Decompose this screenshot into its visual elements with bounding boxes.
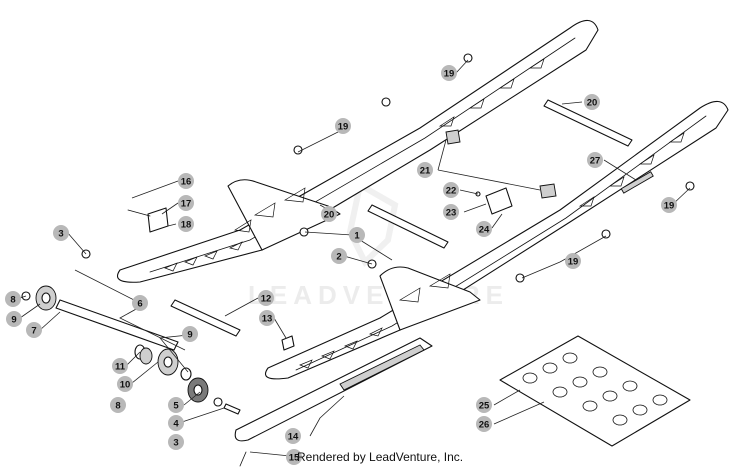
callout-12: 12 [258, 290, 274, 306]
svg-text:1: 1 [354, 231, 360, 242]
callout-25: 25 [476, 397, 492, 413]
svg-text:11: 11 [115, 362, 126, 373]
callout-1: 1 [349, 227, 365, 243]
callout-2: 2 [331, 248, 347, 264]
svg-text:21: 21 [420, 166, 431, 177]
callout-3-bottom: 3 [168, 434, 184, 450]
track-clips [499, 335, 691, 447]
watermark-logo [346, 180, 399, 267]
callout-13: 13 [259, 310, 275, 326]
svg-text:9: 9 [187, 330, 192, 341]
callout-6: 6 [132, 295, 148, 311]
svg-text:12: 12 [261, 294, 272, 305]
svg-text:8: 8 [115, 401, 120, 412]
callout-9-right: 9 [182, 326, 198, 342]
callout-3-top: 3 [53, 225, 69, 241]
callout-16: 16 [178, 173, 194, 189]
callout-24: 24 [476, 221, 492, 237]
svg-text:25: 25 [479, 401, 490, 412]
svg-text:23: 23 [446, 208, 457, 219]
svg-text:14: 14 [288, 432, 299, 443]
rail-right [264, 100, 729, 380]
callout-15: 15 [286, 449, 302, 465]
render-credit: Rendered by LeadVenture, Inc. [297, 450, 464, 464]
svg-text:3: 3 [173, 438, 178, 449]
svg-text:10: 10 [120, 380, 131, 391]
callout-19-left: 19 [335, 118, 351, 134]
axle-assembly [21, 285, 241, 415]
callout-19-top: 19 [441, 65, 457, 81]
svg-text:27: 27 [590, 156, 601, 167]
hyfax-slide [234, 337, 433, 442]
svg-text:18: 18 [181, 220, 192, 231]
svg-text:17: 17 [181, 199, 192, 210]
callout-10: 10 [117, 376, 133, 392]
callout-19-right: 19 [661, 197, 677, 213]
svg-text:24: 24 [479, 225, 490, 236]
svg-text:8: 8 [10, 295, 15, 306]
callout-23: 23 [443, 204, 459, 220]
svg-text:19: 19 [444, 69, 455, 80]
wear-strip-insert [620, 171, 654, 194]
svg-text:20: 20 [587, 98, 598, 109]
callout-20-center: 20 [321, 206, 337, 222]
hardware [81, 53, 695, 467]
callout-8-bottom: 8 [110, 397, 126, 413]
callout-19-center: 19 [565, 253, 581, 269]
svg-text:13: 13 [262, 314, 273, 325]
rail-left [116, 19, 599, 283]
callout-8-top: 8 [5, 291, 21, 307]
callout-22: 22 [443, 182, 459, 198]
svg-text:19: 19 [338, 122, 349, 133]
svg-text:7: 7 [31, 326, 36, 337]
callout-7: 7 [26, 322, 42, 338]
callout-14: 14 [285, 428, 301, 444]
callout-17: 17 [178, 195, 194, 211]
callout-27: 27 [587, 152, 603, 168]
svg-text:15: 15 [289, 453, 300, 464]
svg-text:22: 22 [446, 186, 457, 197]
callout-21: 21 [417, 162, 433, 178]
callout-18: 18 [178, 216, 194, 232]
svg-text:6: 6 [137, 299, 142, 310]
svg-text:9: 9 [11, 315, 16, 326]
callout-11: 11 [112, 358, 128, 374]
callout-9-top: 9 [6, 311, 22, 327]
svg-text:20: 20 [324, 210, 335, 221]
svg-text:26: 26 [479, 420, 490, 431]
callout-26: 26 [476, 416, 492, 432]
callout-20-top: 20 [584, 94, 600, 110]
callout-4: 4 [168, 415, 184, 431]
svg-text:16: 16 [181, 177, 192, 188]
cross-shafts [367, 99, 633, 249]
callout-5: 5 [168, 397, 184, 413]
svg-text:5: 5 [173, 401, 179, 412]
svg-text:19: 19 [664, 201, 675, 212]
svg-text:3: 3 [58, 229, 63, 240]
svg-text:19: 19 [568, 257, 579, 268]
svg-text:2: 2 [336, 252, 341, 263]
svg-text:4: 4 [173, 419, 179, 430]
